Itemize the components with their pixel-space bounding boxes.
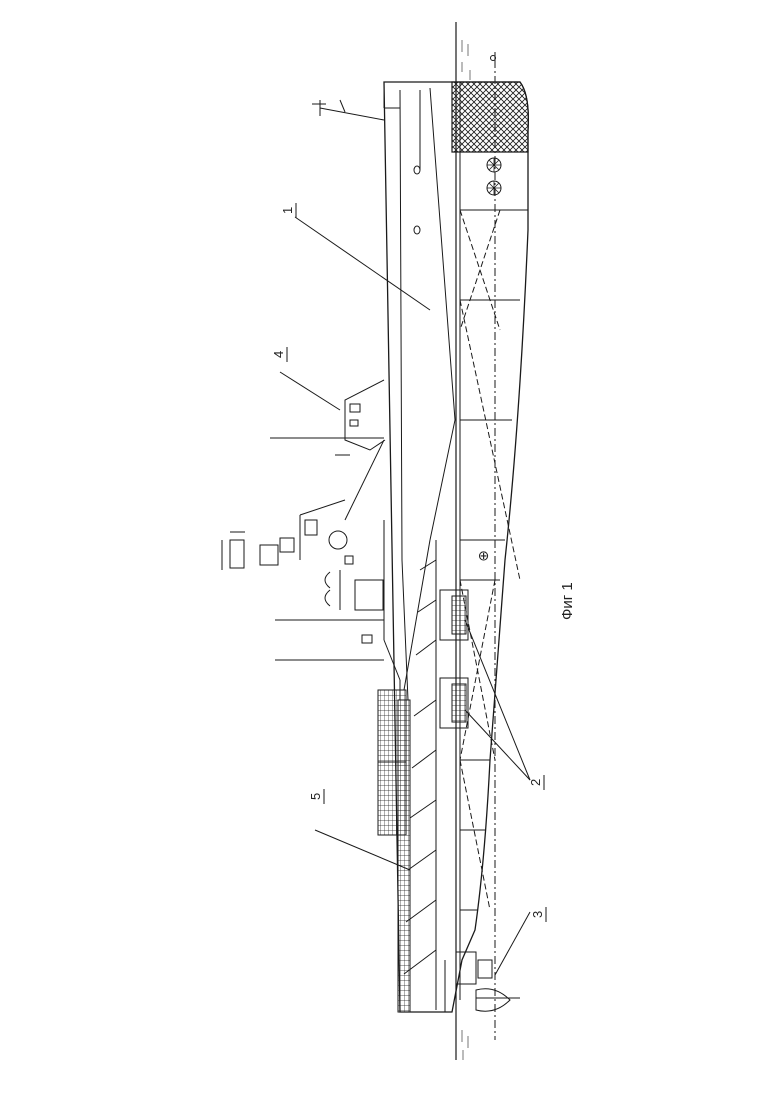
label-deck-cargo: 5 bbox=[308, 793, 323, 800]
label-underlines bbox=[287, 203, 546, 922]
label-hull: 1 bbox=[280, 207, 295, 214]
centerline-symbol: ⊕ bbox=[475, 550, 491, 562]
portholes bbox=[414, 166, 420, 234]
bow-thrusters bbox=[487, 158, 501, 195]
forward-mast bbox=[312, 100, 384, 120]
bow-thruster-block bbox=[452, 82, 528, 152]
drive-unit-aft bbox=[440, 678, 468, 728]
label-propulsor: 3 bbox=[530, 911, 545, 918]
label-superstructure: 4 bbox=[271, 351, 286, 358]
superstructure bbox=[222, 380, 400, 700]
figure-caption-group: Фиг 1 bbox=[559, 582, 576, 620]
water-marks bbox=[462, 40, 470, 1060]
label-drive-units: 2 bbox=[528, 779, 543, 786]
deck-cargo bbox=[378, 690, 410, 1012]
drive-unit-forward bbox=[440, 590, 468, 640]
figure-caption: Фиг 1 bbox=[559, 582, 576, 620]
centerline-mark: ⊕ bbox=[475, 550, 491, 562]
